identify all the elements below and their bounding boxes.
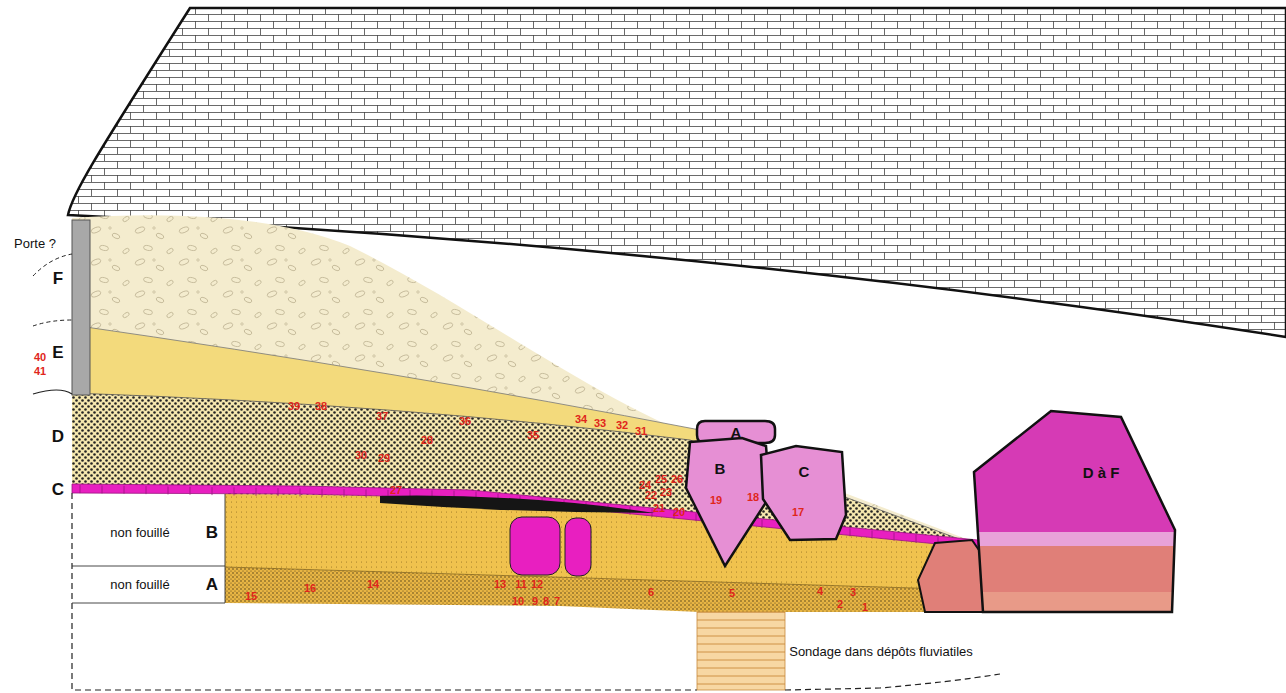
callout-number: 27 <box>390 485 402 496</box>
block-outline <box>756 443 850 543</box>
boundary-line <box>72 325 700 430</box>
callout-number: 41 <box>34 366 46 377</box>
block-outline <box>971 408 1181 614</box>
block-shape <box>761 446 846 540</box>
callout-number: 16 <box>304 583 316 594</box>
callout-number: 8 <box>543 596 549 607</box>
callout-number: 21 <box>653 503 665 514</box>
callout-number: 29 <box>378 453 390 464</box>
stone-block <box>510 517 560 575</box>
block-label: C <box>799 463 810 480</box>
callout-number: 33 <box>594 418 606 429</box>
unexcavated-line <box>72 494 225 603</box>
door-arc <box>33 254 72 326</box>
callout-number: 20 <box>673 507 685 518</box>
callout-number: 28 <box>421 435 433 446</box>
block-label: D à F <box>1083 464 1120 481</box>
block-label: B <box>715 460 726 477</box>
note-label: non fouillé <box>110 578 169 591</box>
cobble-joint <box>256 488 257 496</box>
callout-number: 25 <box>655 474 667 485</box>
callout-number: 39 <box>288 401 300 412</box>
ground-blank <box>225 600 1000 693</box>
callout-number: 36 <box>459 416 471 427</box>
excavation-limit <box>72 493 1000 690</box>
callout-number: 14 <box>367 579 379 590</box>
door <box>72 220 90 395</box>
note-label: non fouillé <box>110 526 169 539</box>
layer-letter: A <box>206 576 218 593</box>
callout-number: 12 <box>531 579 543 590</box>
cobble-joint <box>278 488 279 496</box>
callout-number: 37 <box>376 411 388 422</box>
callout-number: 10 <box>512 596 524 607</box>
stone-block <box>565 518 591 576</box>
cobble-joint <box>190 487 191 495</box>
note-label: Porte ? <box>14 237 56 250</box>
callout-number: 9 <box>532 596 538 607</box>
cobble-joint <box>850 528 851 536</box>
layer-letter: E <box>52 344 63 361</box>
callout-number: 2 <box>837 599 843 610</box>
cobble-joint <box>916 535 917 543</box>
cobble-joint <box>762 520 763 528</box>
door-arc <box>33 390 72 394</box>
callout-number: 18 <box>747 492 759 503</box>
cobble-joint <box>344 489 345 497</box>
cobble-joint <box>300 488 301 496</box>
callout-number: 38 <box>315 401 327 412</box>
layer-a <box>225 567 985 612</box>
callout-number: 31 <box>635 426 647 437</box>
cobble-joint <box>80 485 81 493</box>
callout-number: 11 <box>515 579 527 590</box>
block-shape <box>974 411 1175 612</box>
callout-number: 34 <box>575 414 587 425</box>
callout-number: 23 <box>660 487 672 498</box>
cobble-joint <box>366 489 367 497</box>
layer-letter: D <box>52 428 64 445</box>
callout-number: 22 <box>645 490 657 501</box>
callout-number: 30 <box>355 450 367 461</box>
callout-number: 35 <box>527 430 539 441</box>
block-shape <box>686 438 770 566</box>
boundary-line <box>225 567 978 590</box>
unexcavated-area <box>60 492 225 692</box>
cobble-joint <box>322 489 323 497</box>
callout-number: 7 <box>554 596 560 607</box>
test-pit <box>697 612 785 690</box>
callout-number: 26 <box>671 474 683 485</box>
note-label: Sondage dans dépôts fluviatiles <box>789 645 973 658</box>
layer-letter: B <box>206 524 218 541</box>
callout-number: 13 <box>494 579 506 590</box>
callout-number: 15 <box>245 591 257 602</box>
cobble-joint <box>102 485 103 493</box>
cobble-joint <box>168 486 169 494</box>
cobble-joint <box>894 533 895 541</box>
callout-number: 1 <box>862 602 868 613</box>
cobble-joint <box>146 486 147 494</box>
callout-number: 6 <box>648 587 654 598</box>
callout-number: 19 <box>710 495 722 506</box>
callout-number: 40 <box>34 352 46 363</box>
cobble-joint <box>212 487 213 495</box>
layer-letter: C <box>52 481 64 498</box>
callout-number: 32 <box>616 420 628 431</box>
callout-number: 3 <box>850 587 856 598</box>
cobble-joint <box>872 531 873 539</box>
stone-block: C <box>756 443 850 543</box>
callout-number: 4 <box>817 586 823 597</box>
cobble-joint <box>696 513 697 521</box>
stone-block: D à F <box>971 408 1181 614</box>
callout-number: 5 <box>729 588 735 599</box>
charcoal-lens <box>380 496 655 513</box>
cobble-joint <box>234 487 235 495</box>
layer-letter: F <box>53 270 63 287</box>
callout-number: 17 <box>792 507 804 518</box>
callout-number: 24 <box>639 480 651 491</box>
cobble-joint <box>124 486 125 494</box>
